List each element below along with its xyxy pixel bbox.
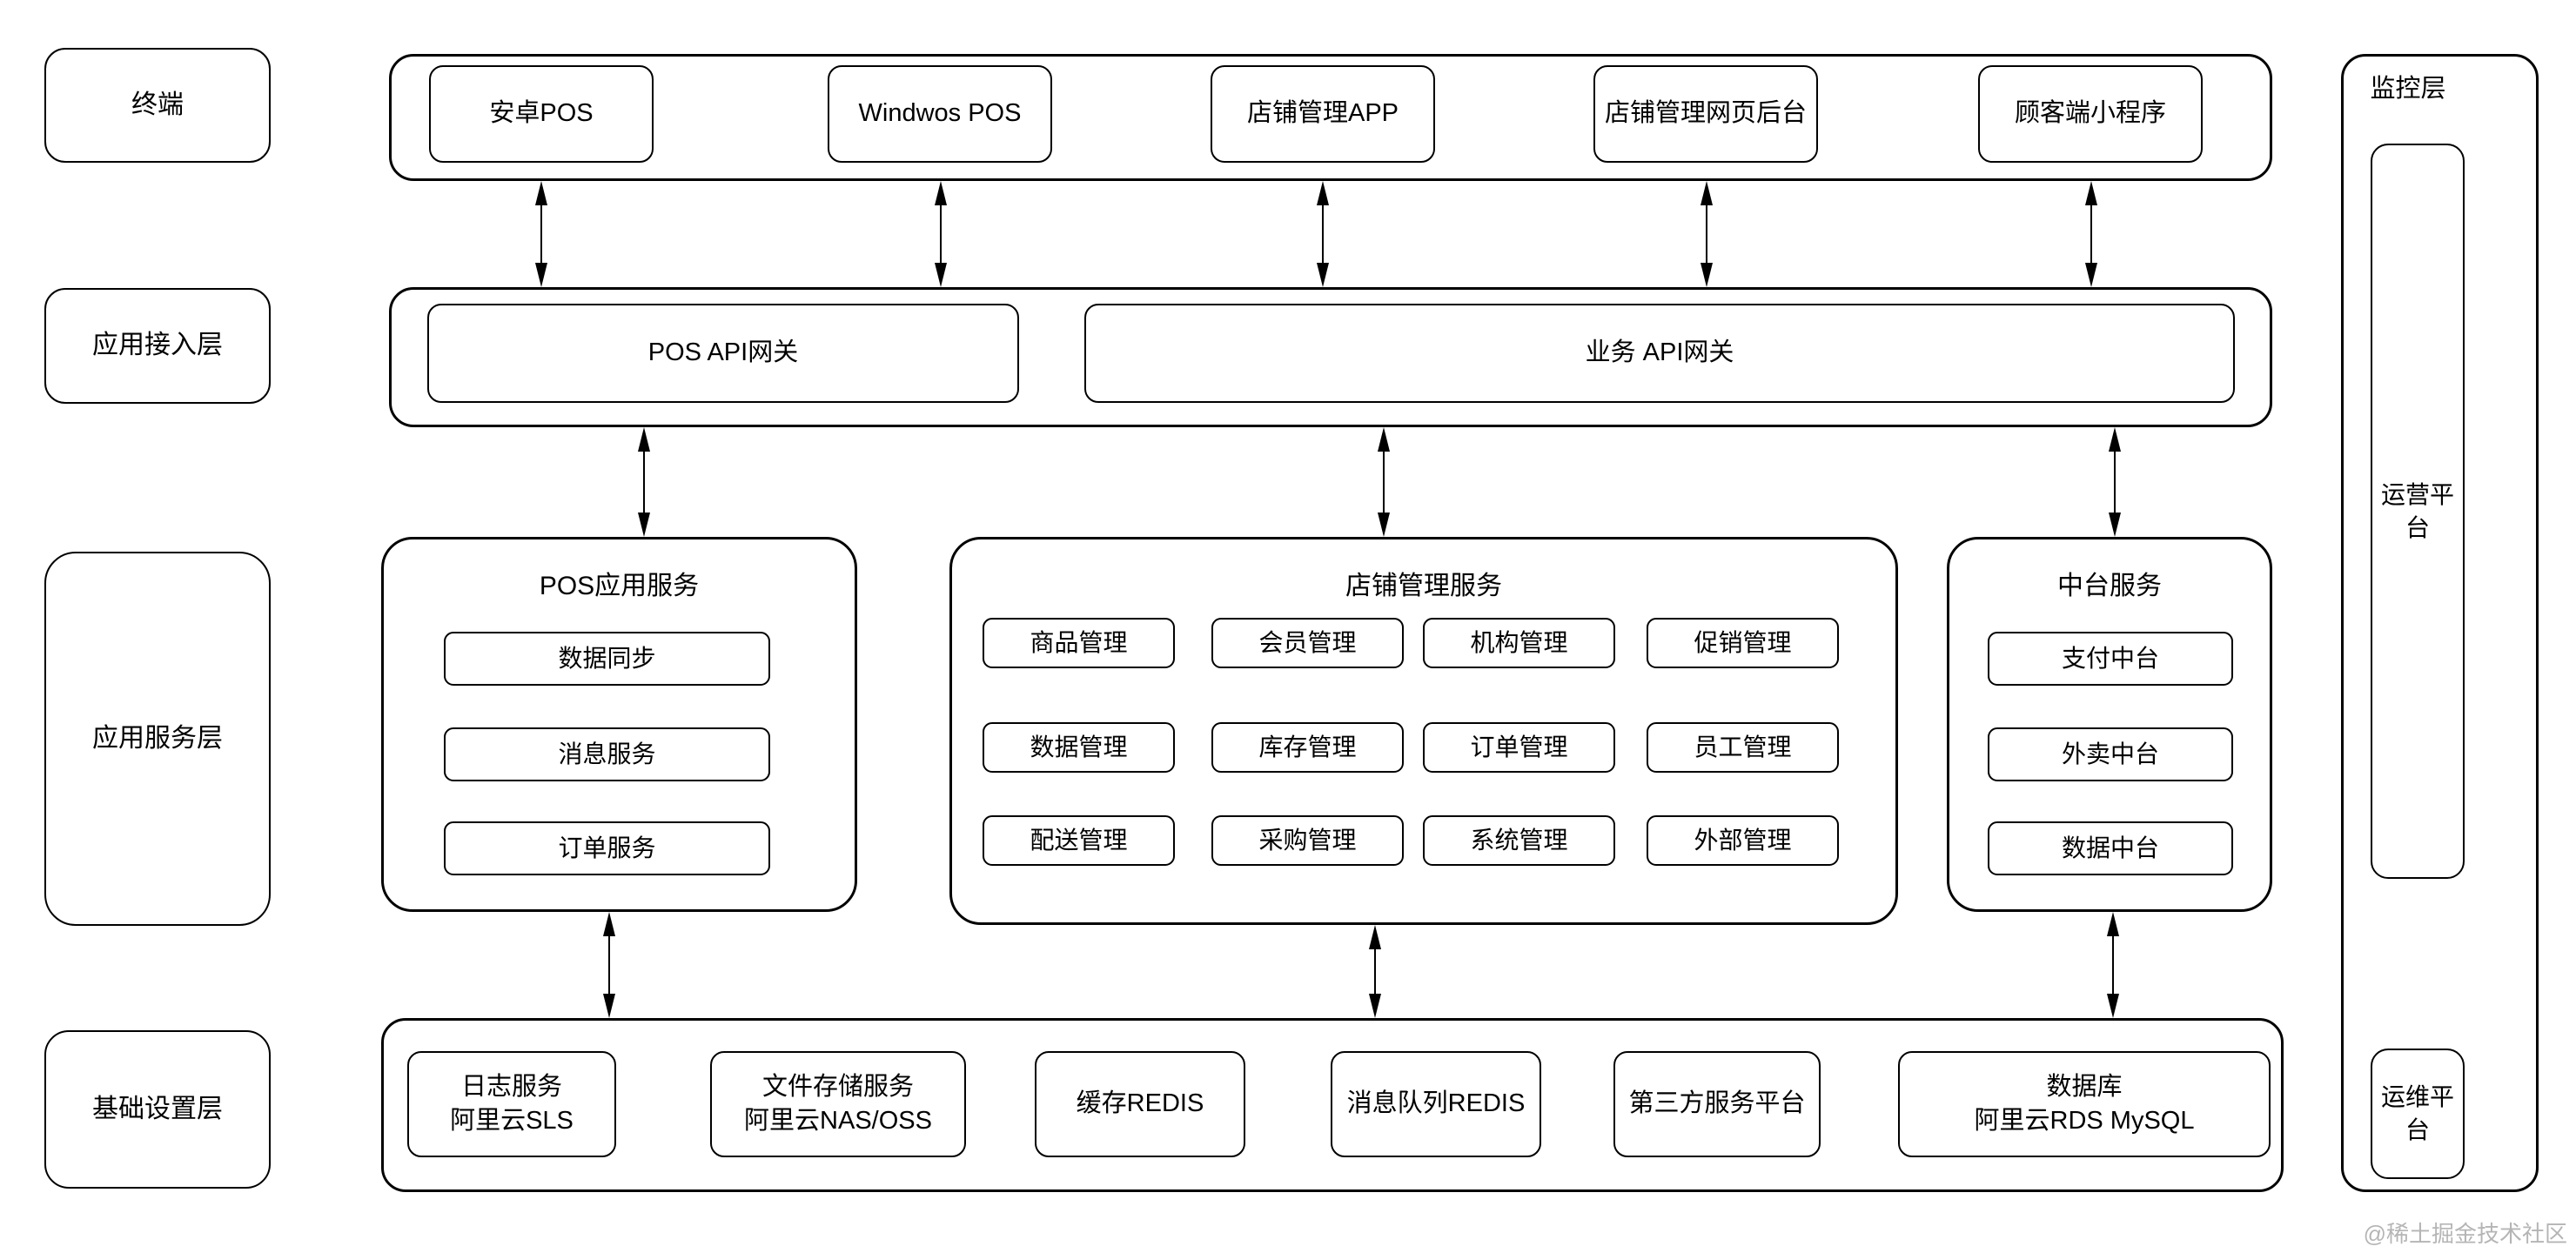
double-arrow [2103, 912, 2123, 1018]
shop-service-box: 商品管理 [983, 618, 1175, 668]
double-arrow [531, 181, 552, 287]
shop-service-box: 系统管理 [1423, 815, 1615, 866]
shop-service-box: 库存管理 [1211, 722, 1404, 773]
monitoring-title: 监控层 [2370, 75, 2446, 103]
layer-label-app-service: 应用服务层 [44, 552, 271, 926]
infra-line2: 阿里云NAS/OSS [744, 1107, 932, 1135]
layer-label-infrastructure: 基础设置层 [44, 1030, 271, 1189]
terminal-box-shop-app: 店铺管理APP [1211, 65, 1435, 163]
double-arrow [930, 181, 951, 287]
infra-box-database: 数据库 阿里云RDS MySQL [1898, 1051, 2271, 1157]
monitoring-box-operation-platform: 运营平台 [2371, 144, 2465, 879]
shop-service-box: 会员管理 [1211, 618, 1404, 668]
terminal-box-customer-miniapp: 顾客端小程序 [1978, 65, 2203, 163]
shop-service-box: 采购管理 [1211, 815, 1404, 866]
shop-service-box: 数据管理 [983, 722, 1175, 773]
shop-service-box: 机构管理 [1423, 618, 1615, 668]
shop-service-box: 促销管理 [1647, 618, 1839, 668]
terminal-box-shop-web-admin: 店铺管理网页后台 [1593, 65, 1818, 163]
shop-service-box: 员工管理 [1647, 722, 1839, 773]
double-arrow [1373, 427, 1394, 537]
infra-box-cache-redis: 缓存REDIS [1035, 1051, 1245, 1157]
double-arrow [2104, 427, 2125, 537]
infra-line1: 第三方服务平台 [1628, 1089, 1806, 1118]
infra-box-mq-redis: 消息队列REDIS [1331, 1051, 1541, 1157]
monitoring-box-ops-platform: 运维平台 [2371, 1049, 2465, 1179]
infra-line1: 文件存储服务 [761, 1072, 914, 1101]
middle-service-box-payment: 支付中台 [1988, 632, 2233, 686]
infra-line1: 缓存REDIS [1076, 1089, 1204, 1118]
watermark-text: @稀土掘金技术社区 [2363, 1221, 2567, 1247]
double-arrow [634, 427, 654, 537]
double-arrow [1312, 181, 1333, 287]
double-arrow [599, 912, 620, 1018]
pos-services-title: POS应用服务 [539, 572, 700, 600]
middle-services-title: 中台服务 [2057, 572, 2162, 600]
infra-box-third-party: 第三方服务平台 [1613, 1051, 1821, 1157]
service-box-message: 消息服务 [444, 727, 770, 781]
middle-service-box-delivery: 外卖中台 [1988, 727, 2233, 781]
double-arrow [1696, 181, 1717, 287]
middle-service-box-data: 数据中台 [1988, 821, 2233, 875]
terminal-box-windows-pos: Windwos POS [828, 65, 1052, 163]
infra-line1: 日志服务 [460, 1072, 562, 1101]
shop-service-box: 订单管理 [1423, 722, 1615, 773]
service-box-order: 订单服务 [444, 821, 770, 875]
infra-line2: 阿里云RDS MySQL [1974, 1107, 2195, 1135]
gateway-box-pos-api: POS API网关 [427, 304, 1019, 403]
layer-label-terminal: 终端 [44, 48, 271, 163]
infra-line1: 数据库 [2046, 1072, 2123, 1101]
monitoring-box-label: 运营平台 [2380, 480, 2454, 541]
shop-services-title: 店铺管理服务 [1345, 572, 1502, 600]
service-box-data-sync: 数据同步 [444, 632, 770, 686]
infra-line1: 消息队列REDIS [1346, 1089, 1526, 1118]
infra-box-file-storage: 文件存储服务 阿里云NAS/OSS [710, 1051, 966, 1157]
infra-box-log-service: 日志服务 阿里云SLS [407, 1051, 616, 1157]
gateway-box-business-api: 业务 API网关 [1084, 304, 2235, 403]
infra-line2: 阿里云SLS [450, 1107, 574, 1135]
double-arrow [2081, 181, 2102, 287]
terminal-box-android-pos: 安卓POS [429, 65, 654, 163]
layer-label-access: 应用接入层 [44, 288, 271, 404]
shop-service-box: 外部管理 [1647, 815, 1839, 866]
double-arrow [1365, 925, 1385, 1018]
shop-service-box: 配送管理 [983, 815, 1175, 866]
monitoring-box-label: 运维平台 [2380, 1083, 2454, 1143]
